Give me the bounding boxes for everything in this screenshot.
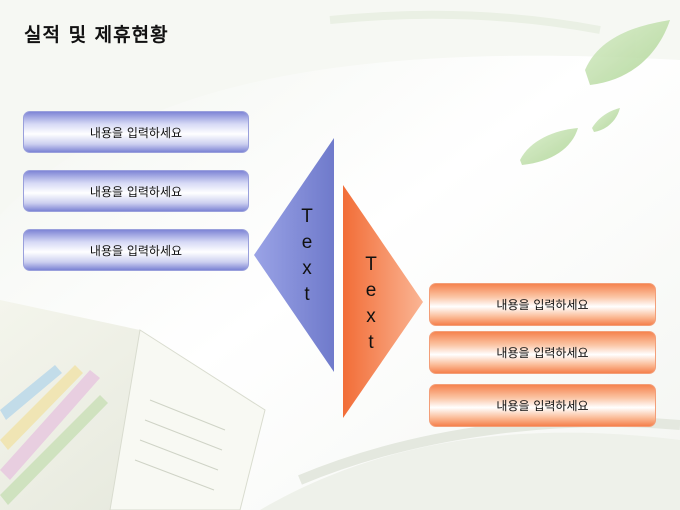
orange-letter-2: e [365, 280, 377, 301]
orange-triangle-text: T e x t [361, 252, 381, 356]
orange-letter-4: t [368, 332, 374, 353]
input-box-right-2[interactable]: 내용을 입력하세요 [429, 331, 656, 374]
notebook-illustration [0, 300, 266, 510]
pencils-illustration [0, 365, 108, 505]
input-box-left-1[interactable]: 내용을 입력하세요 [23, 111, 249, 153]
blue-triangle-text: T e x t [297, 204, 317, 308]
page-title: 실적 및 제휴현황 [24, 24, 169, 46]
blue-letter-1: T [301, 206, 313, 227]
input-box-right-1[interactable]: 내용을 입력하세요 [429, 283, 656, 326]
orange-triangle [343, 185, 423, 418]
input-box-right-3[interactable]: 내용을 입력하세요 [429, 384, 656, 427]
leaf-icon [520, 20, 670, 165]
orange-letter-3: x [366, 306, 376, 327]
blue-letter-2: e [301, 232, 313, 253]
input-box-left-3[interactable]: 내용을 입력하세요 [23, 229, 249, 271]
orange-letter-1: T [365, 254, 377, 275]
input-box-left-2[interactable]: 내용을 입력하세요 [23, 170, 249, 212]
blue-triangle [254, 138, 334, 372]
blue-letter-4: t [304, 284, 310, 305]
blue-letter-3: x [302, 258, 312, 279]
